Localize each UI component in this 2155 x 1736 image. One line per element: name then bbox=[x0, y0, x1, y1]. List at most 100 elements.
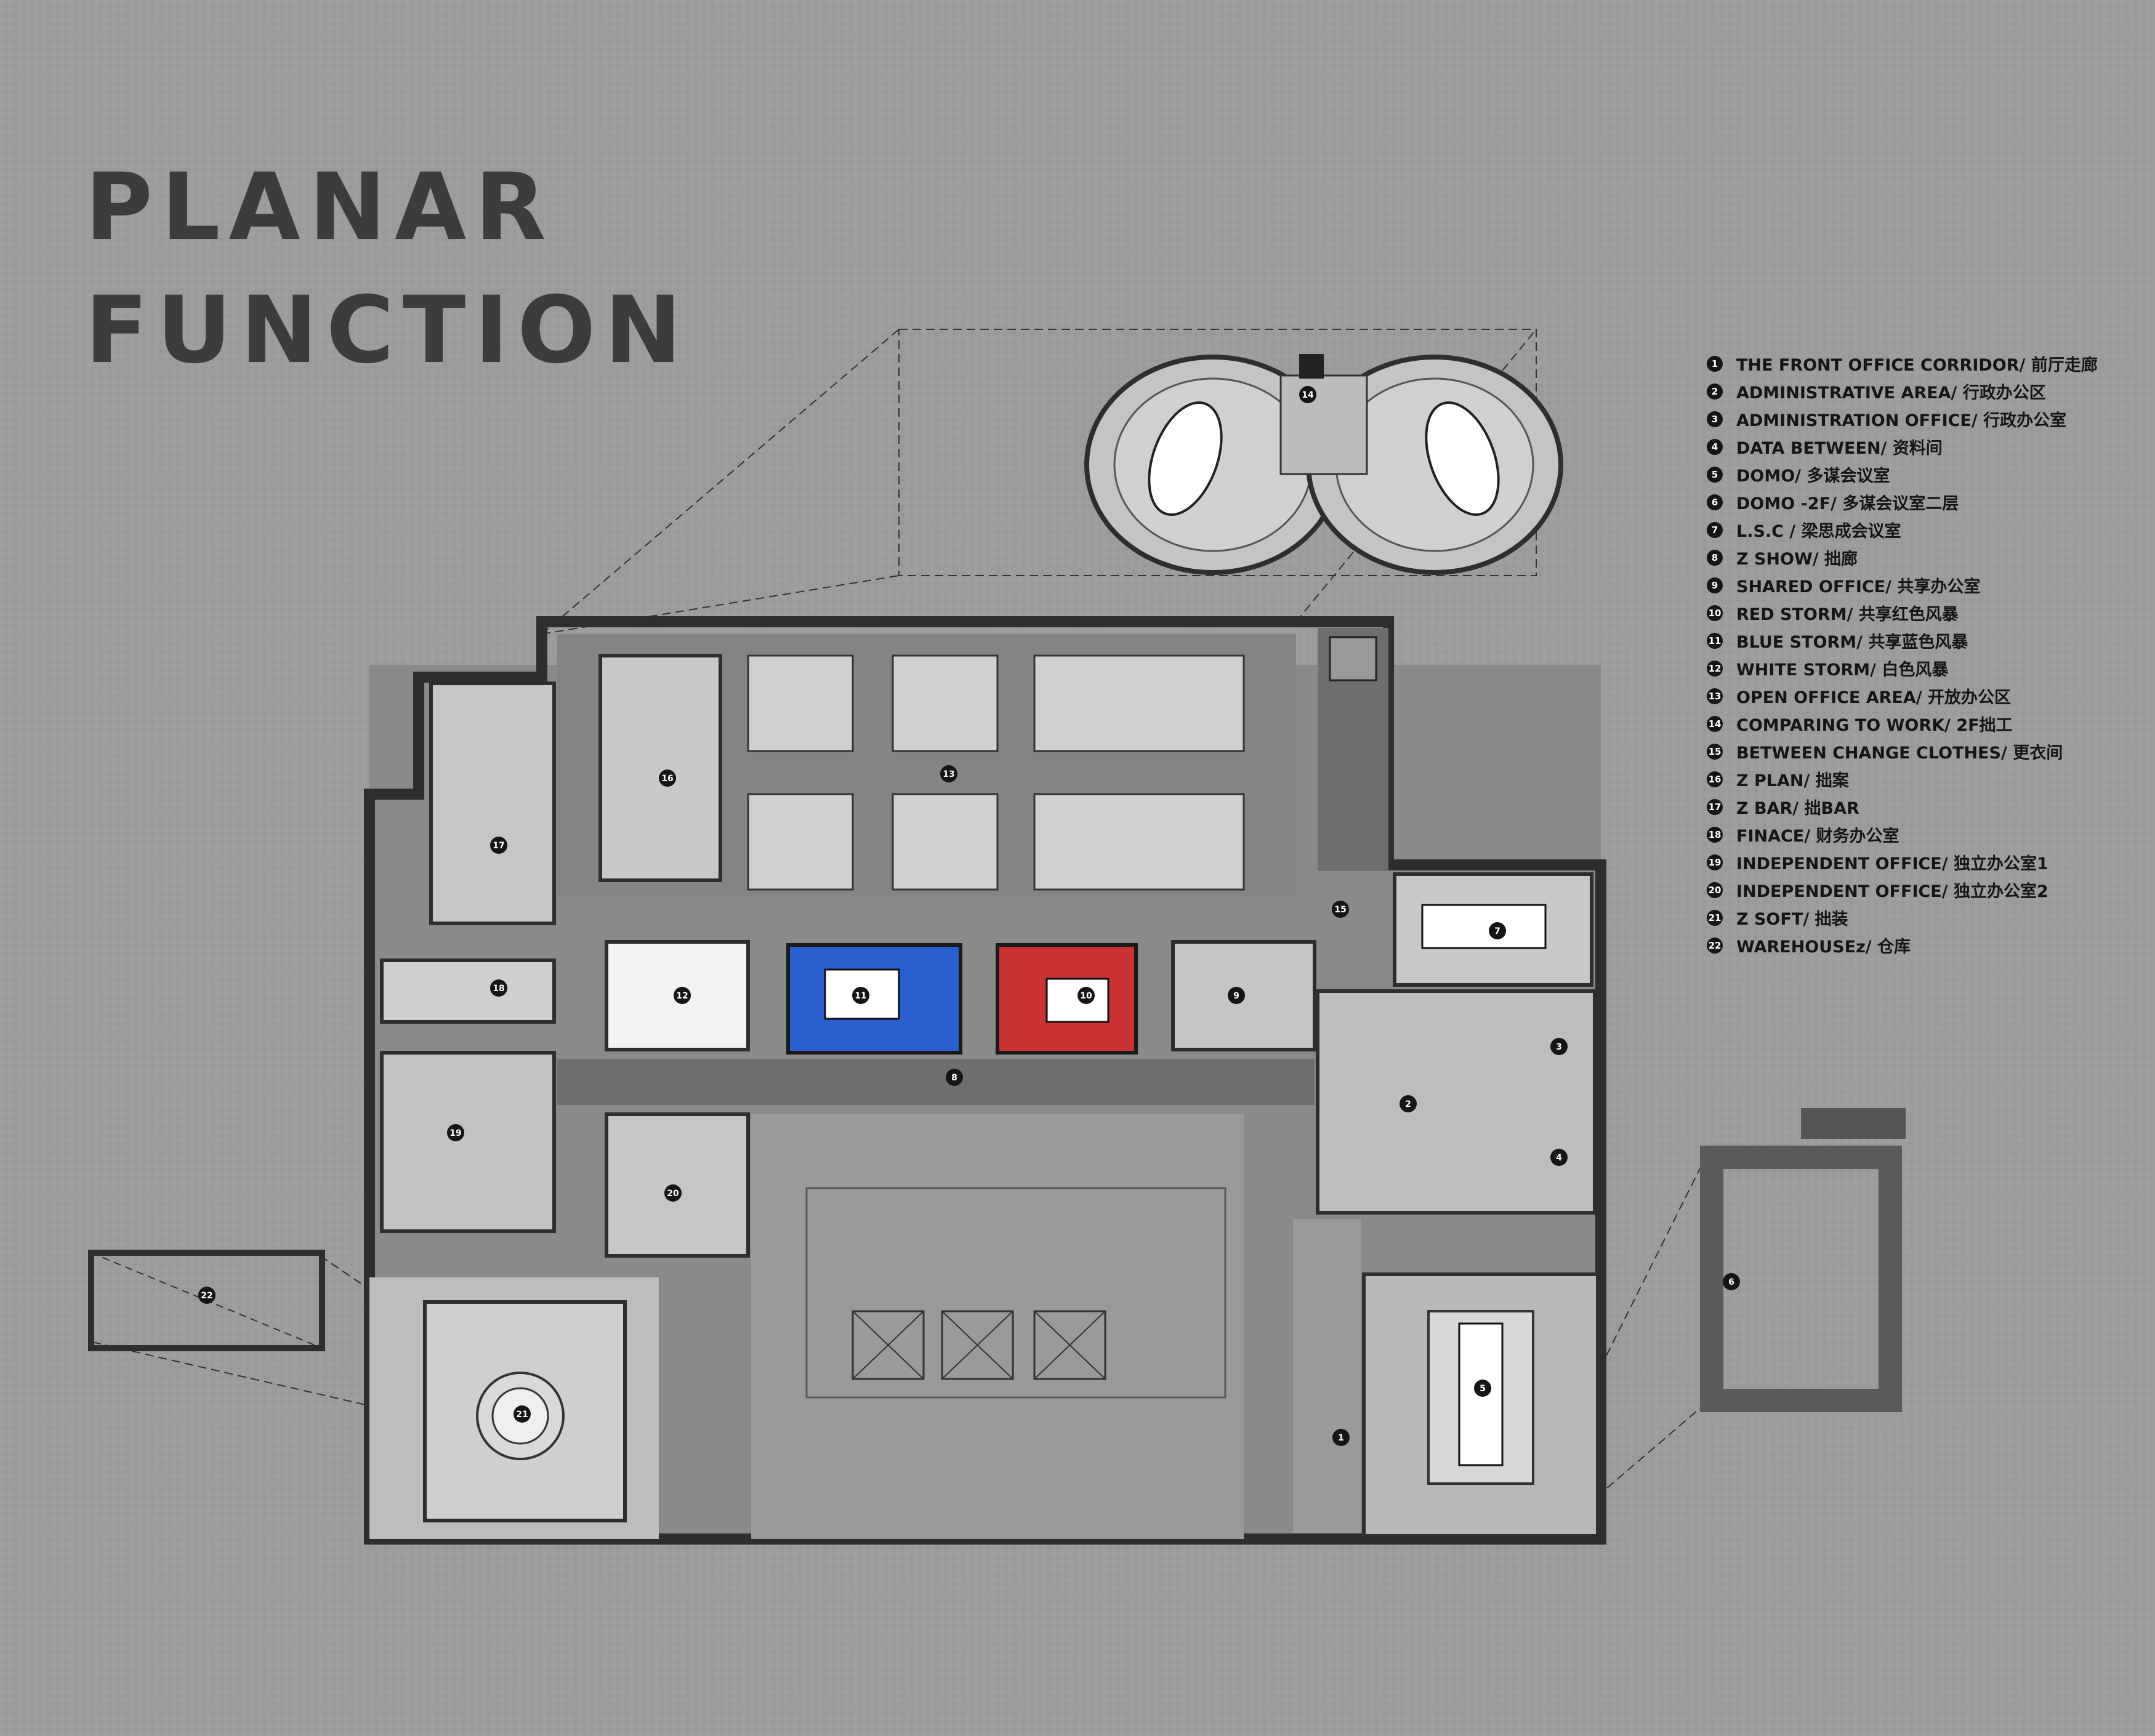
legend-label: Z SHOW/ 拙廊 bbox=[1736, 550, 1858, 569]
svg-text:17: 17 bbox=[493, 841, 504, 851]
svg-text:10: 10 bbox=[1080, 991, 1092, 1001]
legend-label: BLUE STORM/ 共享蓝色风暴 bbox=[1736, 633, 1968, 652]
svg-text:21: 21 bbox=[516, 1410, 528, 1420]
room-marker-8: 8 bbox=[946, 1069, 963, 1086]
legend-label: Z PLAN/ 拙案 bbox=[1736, 771, 1849, 790]
svg-text:15: 15 bbox=[1334, 905, 1346, 915]
svg-text:5: 5 bbox=[1480, 1384, 1486, 1394]
room-marker-12: 12 bbox=[674, 987, 691, 1004]
svg-text:19: 19 bbox=[449, 1128, 461, 1138]
legend-item-18: 18 FINACE/ 财务办公室 bbox=[1707, 821, 2138, 848]
legend-item-12: 12 WHITE STORM/ 白色风暴 bbox=[1707, 654, 2138, 682]
legend-number-badge: 20 bbox=[1707, 882, 1723, 898]
legend-item-2: 2 ADMINISTRATIVE AREA/ 行政办公区 bbox=[1707, 377, 2138, 405]
legend-label: INDEPENDENT OFFICE/ 独立办公室1 bbox=[1736, 854, 2048, 874]
room-marker-6: 6 bbox=[1723, 1273, 1740, 1290]
room-marker-19: 19 bbox=[447, 1124, 464, 1141]
legend-item-9: 9 SHARED OFFICE/ 共享办公室 bbox=[1707, 571, 2138, 599]
legend-number-badge: 12 bbox=[1707, 660, 1723, 677]
legend-label: DOMO -2F/ 多谋会议室二层 bbox=[1736, 494, 1959, 513]
legend-label: RED STORM/ 共享红色风暴 bbox=[1736, 605, 1959, 624]
page-title-line-1: PLANAR bbox=[85, 154, 555, 261]
legend-number-badge: 14 bbox=[1707, 715, 1723, 732]
room-marker-20: 20 bbox=[664, 1184, 682, 1202]
legend-number-badge: 22 bbox=[1707, 937, 1723, 954]
svg-text:7: 7 bbox=[1494, 926, 1500, 936]
room-marker-22: 22 bbox=[198, 1287, 216, 1304]
legend-label: DATA BETWEEN/ 资料间 bbox=[1736, 439, 1943, 458]
legend-label: INDEPENDENT OFFICE/ 独立办公室2 bbox=[1736, 882, 2048, 901]
legend-number-badge: 15 bbox=[1707, 743, 1723, 760]
legend-item-16: 16 Z PLAN/ 拙案 bbox=[1707, 765, 2138, 793]
legend-number-badge: 9 bbox=[1707, 577, 1723, 593]
legend-label: COMPARING TO WORK/ 2F拙工 bbox=[1736, 716, 2013, 735]
room-marker-10: 10 bbox=[1078, 987, 1095, 1004]
room-marker-11: 11 bbox=[852, 987, 869, 1004]
svg-text:22: 22 bbox=[201, 1291, 212, 1301]
legend-number-badge: 21 bbox=[1707, 909, 1723, 926]
room-marker-4: 4 bbox=[1550, 1149, 1568, 1166]
legend-number-badge: 7 bbox=[1707, 521, 1723, 538]
main-building bbox=[364, 616, 1606, 1545]
svg-text:20: 20 bbox=[667, 1189, 679, 1199]
legend-number-badge: 2 bbox=[1707, 383, 1723, 400]
room-marker-16: 16 bbox=[659, 770, 676, 787]
legend-number-badge: 4 bbox=[1707, 438, 1723, 455]
legend-number-badge: 1 bbox=[1707, 355, 1723, 372]
svg-text:2: 2 bbox=[1405, 1099, 1411, 1109]
room-marker-18: 18 bbox=[490, 979, 507, 997]
legend-label: BETWEEN CHANGE CLOTHES/ 更衣间 bbox=[1736, 744, 2063, 763]
svg-text:9: 9 bbox=[1233, 991, 1239, 1001]
legend-item-1: 1 THE FRONT OFFICE CORRIDOR/ 前厅走廊 bbox=[1707, 350, 2138, 377]
legend-number-badge: 8 bbox=[1707, 549, 1723, 566]
domo-2f-outline bbox=[1700, 1108, 1906, 1412]
legend-item-5: 5 DOMO/ 多谋会议室 bbox=[1707, 460, 2138, 488]
legend-number-badge: 13 bbox=[1707, 688, 1723, 704]
legend-label: FINACE/ 财务办公室 bbox=[1736, 827, 1899, 846]
legend-label: WAREHOUSEz/ 仓库 bbox=[1736, 938, 1911, 957]
legend-label: L.S.C / 梁思成会议室 bbox=[1736, 522, 1901, 541]
legend-label: WHITE STORM/ 白色风暴 bbox=[1736, 661, 1949, 680]
legend-label: SHARED OFFICE/ 共享办公室 bbox=[1736, 577, 1981, 597]
legend-label: DOMO/ 多谋会议室 bbox=[1736, 467, 1890, 486]
legend-number-badge: 11 bbox=[1707, 632, 1723, 649]
legend-number-badge: 6 bbox=[1707, 494, 1723, 510]
room-marker-9: 9 bbox=[1228, 987, 1245, 1004]
legend-item-14: 14 COMPARING TO WORK/ 2F拙工 bbox=[1707, 710, 2138, 737]
legend-item-6: 6 DOMO -2F/ 多谋会议室二层 bbox=[1707, 488, 2138, 516]
legend-item-7: 7 L.S.C / 梁思成会议室 bbox=[1707, 516, 2138, 544]
legend-item-19: 19 INDEPENDENT OFFICE/ 独立办公室1 bbox=[1707, 848, 2138, 876]
legend-item-11: 11 BLUE STORM/ 共享蓝色风暴 bbox=[1707, 627, 2138, 654]
legend-item-20: 20 INDEPENDENT OFFICE/ 独立办公室2 bbox=[1707, 876, 2138, 904]
legend-label: Z SOFT/ 拙装 bbox=[1736, 910, 1848, 929]
legend-label: ADMINISTRATIVE AREA/ 行政办公区 bbox=[1736, 384, 2046, 403]
legend: 1 THE FRONT OFFICE CORRIDOR/ 前厅走廊 2 ADMINIS… bbox=[1707, 350, 2138, 959]
legend-item-15: 15 BETWEEN CHANGE CLOTHES/ 更衣间 bbox=[1707, 737, 2138, 765]
room-marker-17: 17 bbox=[490, 837, 507, 854]
svg-text:16: 16 bbox=[661, 774, 673, 784]
svg-text:1: 1 bbox=[1338, 1433, 1344, 1443]
legend-item-21: 21 Z SOFT/ 拙装 bbox=[1707, 904, 2138, 931]
room-marker-14: 14 bbox=[1299, 386, 1316, 403]
legend-number-badge: 19 bbox=[1707, 854, 1723, 870]
second-floor-pods bbox=[1084, 354, 1563, 575]
room-marker-5: 5 bbox=[1474, 1380, 1491, 1397]
legend-number-badge: 18 bbox=[1707, 826, 1723, 843]
legend-item-8: 8 Z SHOW/ 拙廊 bbox=[1707, 544, 2138, 571]
svg-text:13: 13 bbox=[943, 770, 954, 779]
legend-number-badge: 3 bbox=[1707, 411, 1723, 427]
room-marker-2: 2 bbox=[1400, 1095, 1417, 1112]
legend-item-4: 4 DATA BETWEEN/ 资料间 bbox=[1707, 433, 2138, 460]
legend-number-badge: 16 bbox=[1707, 771, 1723, 787]
room-marker-13: 13 bbox=[940, 765, 957, 782]
legend-number-badge: 5 bbox=[1707, 466, 1723, 483]
svg-text:4: 4 bbox=[1556, 1153, 1562, 1163]
legend-number-badge: 17 bbox=[1707, 798, 1723, 815]
room-marker-21: 21 bbox=[514, 1405, 531, 1423]
legend-label: THE FRONT OFFICE CORRIDOR/ 前厅走廊 bbox=[1736, 356, 2098, 375]
legend-label: Z BAR/ 拙BAR bbox=[1736, 799, 1859, 818]
